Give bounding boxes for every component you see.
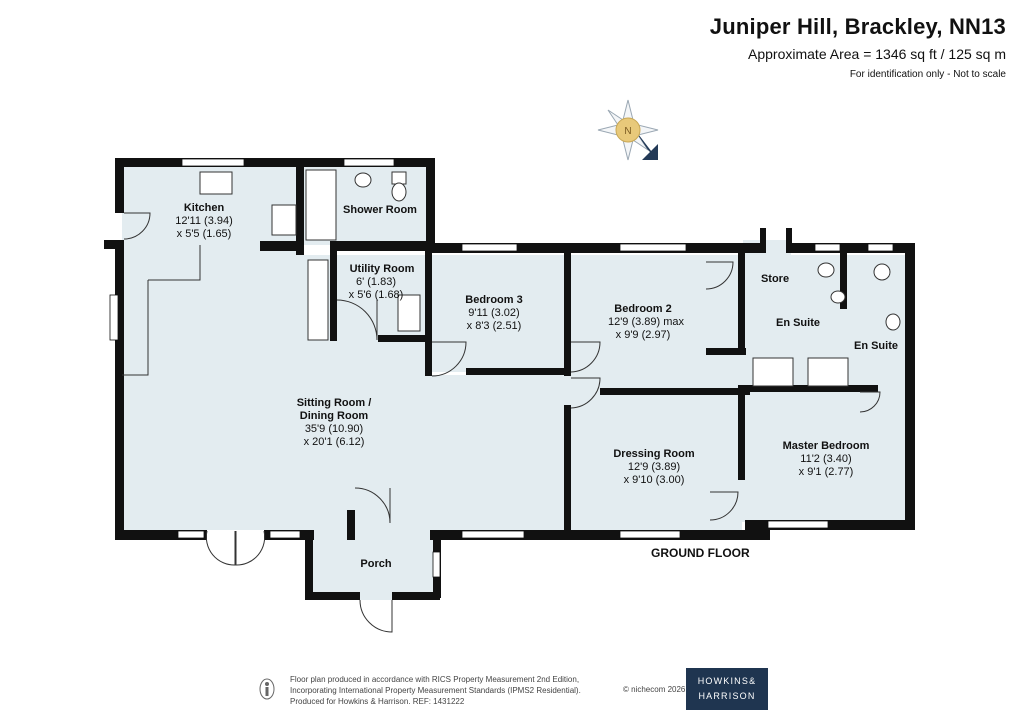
master-bedroom-dim1: 11'2 (3.40) <box>800 453 851 465</box>
walls <box>104 158 915 600</box>
sitting-room-area <box>122 245 575 530</box>
bedroom2-area <box>565 255 743 392</box>
footer-line-2: Incorporating International Property Mea… <box>290 686 581 695</box>
porch-label: Porch <box>360 558 391 570</box>
shower-room-label: Shower Room <box>343 204 417 216</box>
copyright: © nichecom 2026. <box>623 685 688 694</box>
floor-label: GROUND FLOOR <box>651 546 750 560</box>
ensuite1-label: En Suite <box>776 317 820 329</box>
approximate-area: Approximate Area = 1346 sq ft / 125 sq m <box>748 46 1006 62</box>
kitchen-dim2: x 5'5 (1.65) <box>177 228 232 240</box>
dressing-room-dim2: x 9'10 (3.00) <box>624 474 685 486</box>
sitting-room-dim1: 35'9 (10.90) <box>305 423 363 435</box>
utility-room-label: Utility Room <box>350 263 415 275</box>
bedroom3-dim2: x 8'3 (2.51) <box>467 320 522 332</box>
room-labels: Kitchen 12'11 (3.94) x 5'5 (1.65) Shower… <box>175 202 898 570</box>
kitchen-dim1: 12'11 (3.94) <box>175 215 233 227</box>
kitchen-label: Kitchen <box>184 202 225 214</box>
utility-room-dim2: x 5'6 (1.68) <box>349 289 404 301</box>
store-label: Store <box>761 273 789 285</box>
dressing-room-label: Dressing Room <box>613 448 695 460</box>
porch-area <box>312 530 436 600</box>
bedroom3-area <box>430 255 565 372</box>
sitting-room-label-1: Sitting Room / <box>297 397 372 409</box>
sitting-room-label-2: Dining Room <box>300 410 369 422</box>
bedroom3-label: Bedroom 3 <box>465 294 522 306</box>
master-bedroom-dim2: x 9'1 (2.77) <box>799 466 854 478</box>
bedroom2-dim2: x 9'9 (2.97) <box>616 329 671 341</box>
scale-note: For identification only - Not to scale <box>849 69 1006 80</box>
bedroom2-dim1: 12'9 (3.89) max <box>608 316 685 328</box>
person-icon <box>259 678 275 700</box>
master-bedroom-area <box>742 392 911 522</box>
compass-icon: N <box>597 99 659 161</box>
agent-logo: HOWKINS& HARRISON <box>686 668 768 710</box>
footer-line-1: Floor plan produced in accordance with R… <box>290 675 580 684</box>
utility-room-dim1: 6' (1.83) <box>356 276 396 288</box>
svg-text:N: N <box>624 126 631 137</box>
logo-line-1: HOWKINS& <box>697 676 757 686</box>
ensuite2-label: En Suite <box>854 340 898 352</box>
sitting-room-dim2: x 20'1 (6.12) <box>304 436 365 448</box>
dressing-room-area <box>570 392 742 530</box>
logo-line-2: HARRISON <box>698 691 756 701</box>
bedroom3-dim1: 9'11 (3.02) <box>468 307 519 319</box>
footer-line-3: Produced for Howkins & Harrison. REF: 14… <box>290 697 465 706</box>
dressing-room-dim1: 12'9 (3.89) <box>628 461 680 473</box>
page-title: Juniper Hill, Brackley, NN13 <box>709 14 1006 39</box>
master-bedroom-label: Master Bedroom <box>783 440 870 452</box>
bedroom2-label: Bedroom 2 <box>614 303 671 315</box>
footer-text: Floor plan produced in accordance with R… <box>290 674 620 707</box>
